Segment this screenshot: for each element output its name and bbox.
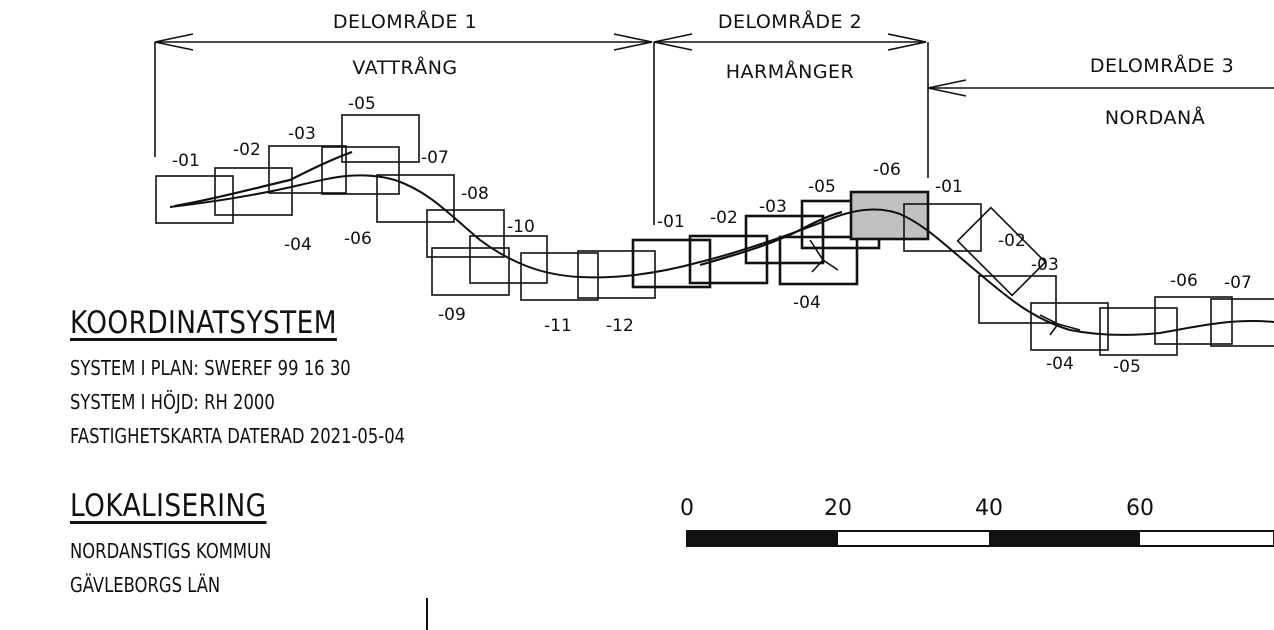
lan-line: GÄVLEBORGS LÄN xyxy=(70,573,221,597)
sheet-d2-01[interactable] xyxy=(631,238,712,289)
label-d3-05: -05 xyxy=(1113,357,1141,377)
label-d1-06: -06 xyxy=(344,229,372,249)
kommun-line: NORDANSTIGS KOMMUN xyxy=(70,539,272,563)
arrowhead-left-2 xyxy=(653,33,693,51)
sheet-d2-06-selected[interactable] xyxy=(849,190,930,241)
scale-bar: 0 20 40 60 xyxy=(680,496,1274,547)
sheet-d1-02[interactable] xyxy=(214,167,293,216)
watercourse xyxy=(169,150,1274,336)
system-hojd-line: SYSTEM I HÖJD: RH 2000 xyxy=(70,390,275,414)
system-plan-line: SYSTEM I PLAN: SWEREF 99 16 30 xyxy=(70,356,351,380)
label-d3-01: -01 xyxy=(935,177,963,197)
sheet-d3-03[interactable] xyxy=(978,275,1057,324)
scale-label-0: 0 xyxy=(680,496,694,521)
label-d1-08: -08 xyxy=(461,184,489,204)
sheet-d3-02[interactable] xyxy=(956,206,1047,297)
label-d3-07: -07 xyxy=(1224,273,1252,293)
sheet-d1-03[interactable] xyxy=(268,145,347,194)
delomrade-3-title: DELOMRÅDE 3 xyxy=(1090,54,1234,77)
tributary-2 xyxy=(699,210,843,267)
label-d2-06: -06 xyxy=(873,160,901,180)
delomrade-2-place: HARMÅNGER xyxy=(726,60,855,83)
sheet-d2-04[interactable] xyxy=(778,235,859,286)
scale-bar-segment-1 xyxy=(687,531,838,546)
label-d2-04: -04 xyxy=(793,293,821,313)
scale-label-40: 40 xyxy=(975,496,1003,521)
label-d1-05: -05 xyxy=(348,94,376,114)
sheet-d2-02[interactable] xyxy=(688,234,769,285)
label-d1-07: -07 xyxy=(421,148,449,168)
extent-arrows xyxy=(154,33,1274,225)
sheet-d1-08[interactable] xyxy=(376,174,455,223)
scale-bar-segment-3 xyxy=(989,531,1140,546)
label-d2-01: -01 xyxy=(657,212,685,232)
tributary-4 xyxy=(1039,314,1081,336)
label-d3-06: -06 xyxy=(1170,271,1198,291)
sheet-d1-05[interactable] xyxy=(341,114,420,163)
fastighetskarta-line: FASTIGHETSKARTA DATERAD 2021-05-04 xyxy=(70,424,406,448)
label-d1-10: -10 xyxy=(507,217,535,237)
label-d3-02: -02 xyxy=(998,231,1026,251)
river-centerline xyxy=(169,174,1274,336)
sheet-d1-10[interactable] xyxy=(426,209,505,258)
label-d1-03: -03 xyxy=(288,124,316,144)
koordinatsystem-block: KOORDINATSYSTEM SYSTEM I PLAN: SWEREF 99… xyxy=(70,305,479,453)
label-d1-12: -12 xyxy=(606,316,634,336)
label-d1-11: -11 xyxy=(544,316,572,336)
label-d2-05: -05 xyxy=(808,177,836,197)
sheet-d3-05[interactable] xyxy=(1099,307,1178,356)
label-d1-02: -02 xyxy=(233,140,261,160)
arrowhead-left-3 xyxy=(927,79,967,97)
lokalisering-heading: LOKALISERING xyxy=(70,488,267,524)
delomrade-2-title: DELOMRÅDE 2 xyxy=(718,10,862,33)
lokalisering-block: LOKALISERING NORDANSTIGS KOMMUN GÄVLEBOR… xyxy=(70,488,316,602)
arrowhead-right-2 xyxy=(887,33,927,51)
sheet-d3-06[interactable] xyxy=(1154,296,1233,345)
tributary-3 xyxy=(809,239,839,273)
label-d1-04: -04 xyxy=(284,235,312,255)
sheet-labels: -01 -02 -03 -04 -05 -06 -07 -08 -09 -10 … xyxy=(172,94,1252,377)
sheet-d3-01[interactable] xyxy=(903,203,982,252)
delomrade-1-place: VATTRÅNG xyxy=(352,56,457,79)
tributary-1 xyxy=(174,150,353,208)
sheet-d3-07[interactable] xyxy=(1210,298,1274,347)
arrowhead-right-1 xyxy=(613,33,653,51)
koordinatsystem-heading: KOORDINATSYSTEM xyxy=(70,305,337,341)
delomrade-3-place: NORDANÅ xyxy=(1105,106,1205,129)
sheet-d3-04[interactable] xyxy=(1030,302,1109,351)
delomrade-headers: DELOMRÅDE 1 VATTRÅNG DELOMRÅDE 2 HARMÅNG… xyxy=(333,10,1234,129)
label-d2-02: -02 xyxy=(710,208,738,228)
label-d2-03: -03 xyxy=(759,197,787,217)
delomrade-1-title: DELOMRÅDE 1 xyxy=(333,10,477,33)
label-d3-03: -03 xyxy=(1031,255,1059,275)
label-d1-09: -09 xyxy=(438,305,466,325)
sheet-d1-12[interactable] xyxy=(577,250,656,299)
sheet-d1-07[interactable] xyxy=(321,146,400,195)
sheet-d1-09[interactable] xyxy=(431,247,510,296)
sheet-frames xyxy=(155,114,1274,356)
sheet-d1-01[interactable] xyxy=(155,175,234,224)
scale-label-60: 60 xyxy=(1126,496,1154,521)
label-d3-04: -04 xyxy=(1046,354,1074,374)
scale-label-20: 20 xyxy=(824,496,852,521)
sheet-d2-03[interactable] xyxy=(744,214,825,265)
label-d1-01: -01 xyxy=(172,151,200,171)
